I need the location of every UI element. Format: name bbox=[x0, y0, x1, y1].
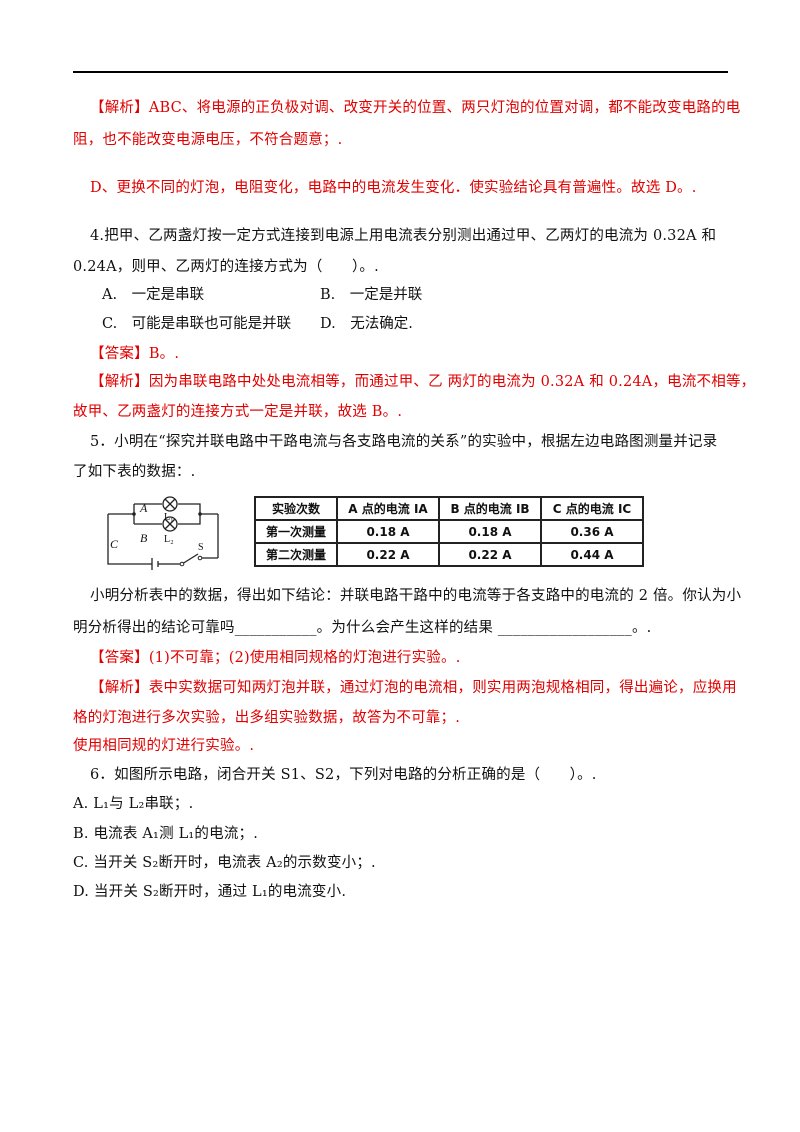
q5-analysis-line-3: 使用相同规的灯进行实验。. bbox=[73, 738, 255, 754]
q3-analysis-line-1: 【解析】ABC、将电源的正负极对调、改变开关的位置、两只灯泡的位置对调，都不能改… bbox=[90, 98, 741, 118]
table-header-cell: 实验次数 bbox=[254, 496, 338, 521]
q4-option-c: C. 可能是串联也可能是并联 bbox=[102, 316, 292, 332]
table-cell: 0.44 A bbox=[540, 542, 644, 567]
lamp-l1-icon bbox=[162, 496, 178, 512]
analysis-tag: 【解析】 bbox=[90, 100, 149, 116]
table-row: 第一次测量 0.18 A 0.18 A 0.36 A bbox=[254, 519, 644, 544]
analysis-text: 表中实数据可知两灯泡并联，通过灯泡的电流相，则实用两泡规格相同，得出遍论，应换用 bbox=[148, 680, 737, 696]
switch-icon bbox=[181, 553, 199, 565]
table-header-cell: A 点的电流 IA bbox=[336, 496, 440, 521]
q6-option-b: B. 电流表 A₁测 L₁的电流；. bbox=[73, 826, 259, 842]
q4-option-b: B. 一定是并联 bbox=[320, 287, 423, 303]
q5-analysis-line-1: 【解析】表中实数据可知两灯泡并联，通过灯泡的电流相，则实用两泡规格相同，得出遍论… bbox=[90, 678, 737, 698]
q4-stem-line-1: 4.把甲、乙两盏灯按一定方式连接到电源上用电流表分别测出通过甲、乙两灯的电流为 … bbox=[90, 228, 717, 244]
table-header-cell: C 点的电流 IC bbox=[540, 496, 644, 521]
table-cell: 0.18 A bbox=[438, 519, 542, 544]
lamp-l2-icon bbox=[162, 516, 178, 532]
table-header-cell: B 点的电流 IB bbox=[438, 496, 542, 521]
answer-tag: 【答案】 bbox=[90, 346, 149, 362]
q5-conclusion-line-2: 明分析得出的结论可靠吗___________。为什么会产生这样的结果 _____… bbox=[73, 620, 652, 636]
table-row: 第二次测量 0.22 A 0.22 A 0.44 A bbox=[254, 542, 644, 567]
label-l2: L₂ bbox=[164, 534, 174, 545]
table-header-row: 实验次数 A 点的电流 IA B 点的电流 IB C 点的电流 IC bbox=[254, 496, 644, 521]
q6-option-a: A. L₁与 L₂串联；. bbox=[73, 796, 194, 812]
q4-analysis-line-2: 故甲、乙两盏灯的连接方式一定是并联，故选 B。. bbox=[73, 404, 403, 420]
table-cell: 0.18 A bbox=[336, 519, 440, 544]
wire bbox=[107, 514, 152, 565]
table-cell: 第二次测量 bbox=[254, 542, 338, 567]
q4-stem-line-2: 0.24A，则甲、乙两灯的连接方式为（ ）。. bbox=[73, 259, 379, 275]
q4-option-a: A. 一定是串联 bbox=[102, 287, 205, 303]
table-cell: 0.36 A bbox=[540, 519, 644, 544]
q5-conclusion-line-1: 小明分析表中的数据，得出如下结论：并联电路干路中的电流等于各支路中的电流的 2 … bbox=[90, 588, 742, 604]
table-cell: 第一次测量 bbox=[254, 519, 338, 544]
analysis-tag: 【解析】 bbox=[90, 680, 149, 696]
q5-analysis-line-2: 格的灯泡进行多次实验，出多组实验数据，故答为不可靠；. bbox=[73, 710, 461, 726]
label-point-a: A bbox=[139, 501, 148, 515]
analysis-text: ABC、将电源的正负极对调、改变开关的位置、两只灯泡的位置对调，都不能改变电路的… bbox=[148, 100, 741, 116]
q4-analysis-line-1: 【解析】因为串联电路中处处电流相等，而通过甲、乙 两灯的电流为 0.32A 和 … bbox=[90, 372, 755, 392]
q5-stem-line-2: 了如下表的数据：. bbox=[73, 464, 196, 480]
label-l1: L₁ bbox=[164, 512, 174, 523]
measurement-table: 实验次数 A 点的电流 IA B 点的电流 IB C 点的电流 IC 第一次测量… bbox=[254, 496, 644, 567]
label-point-c: C bbox=[110, 537, 119, 551]
q6-stem: 6．如图所示电路，闭合开关 S1、S2，下列对电路的分析正确的是（ ）。. bbox=[90, 767, 597, 783]
wire bbox=[178, 503, 218, 515]
table-cell: 0.22 A bbox=[336, 542, 440, 567]
q3-analysis-line-3: D、更换不同的灯泡，电阻变化，电路中的电流发生变化．使实验结论具有普遍性。故选 … bbox=[90, 180, 697, 196]
answer-text: B。. bbox=[148, 346, 180, 362]
analysis-tag: 【解析】 bbox=[90, 374, 149, 390]
q6-option-c: C. 当开关 S₂断开时，电流表 A₂的示数变小；. bbox=[73, 855, 376, 871]
q5-answer: 【答案】(1)不可靠；(2)使用相同规格的灯泡进行实验。. bbox=[90, 648, 461, 668]
analysis-text: 因为串联电路中处处电流相等，而通过甲、乙 两灯的电流为 0.32A 和 0.24… bbox=[148, 374, 756, 390]
header-rule bbox=[73, 71, 728, 73]
q3-analysis-line-2: 阻，也不能改变电源电压，不符合题意；. bbox=[73, 132, 343, 148]
label-switch: S bbox=[198, 542, 204, 553]
parallel-circuit-diagram: A B C L₁ L₂ S bbox=[107, 496, 219, 570]
q5-stem-line-1: 5．小明在“探究并联电路中干路电流与各支路电流的关系”的实验中，根据左边电路图测… bbox=[90, 434, 718, 450]
answer-tag: 【答案】 bbox=[90, 650, 149, 666]
label-point-b: B bbox=[140, 531, 148, 545]
q4-option-d: D. 无法确定. bbox=[320, 316, 413, 332]
answer-text: (1)不可靠；(2)使用相同规格的灯泡进行实验。. bbox=[148, 650, 461, 666]
wire bbox=[178, 514, 201, 525]
q4-answer: 【答案】B。. bbox=[90, 344, 179, 364]
q6-option-d: D. 当开关 S₂断开时，通过 L₁的电流变小. bbox=[73, 884, 347, 900]
table-cell: 0.22 A bbox=[438, 542, 542, 567]
